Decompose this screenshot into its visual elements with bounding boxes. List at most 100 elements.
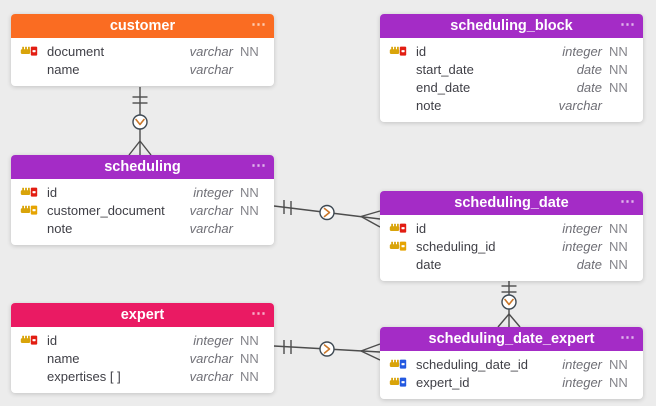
field-type: integer (193, 332, 233, 348)
field-type: varchar (189, 43, 233, 59)
field-notnull: NN (609, 61, 628, 77)
field-notnull: NN (240, 202, 259, 218)
table-title: scheduling_block (450, 18, 573, 34)
field-notnull: NN (240, 43, 259, 59)
table-title: customer (109, 18, 176, 34)
field-row-id[interactable]: id integer NN (380, 219, 643, 237)
field-row-id[interactable]: id integer NN (380, 42, 643, 60)
field-row-id[interactable]: id integer NN (11, 183, 274, 201)
field-notnull: NN (240, 184, 259, 200)
field-type: integer (193, 184, 233, 200)
field-type: varchar (189, 61, 233, 77)
field-name: id (47, 184, 58, 200)
field-name: document (47, 43, 105, 59)
field-row-note[interactable]: note varchar (380, 96, 643, 114)
field-name: expert_id (416, 374, 470, 390)
relationship-scheduling_date-scheduling_date_expert[interactable] (497, 281, 521, 328)
field-row-customer_document[interactable]: customer_document varchar NN (11, 201, 274, 219)
table-title: scheduling (104, 159, 181, 175)
table-menu-icon[interactable]: ⋯ (620, 329, 635, 346)
field-name: scheduling_id (416, 238, 496, 254)
field-row-id[interactable]: id integer NN (11, 331, 274, 349)
field-row-name[interactable]: name varchar NN (11, 349, 274, 367)
relationship-scheduling-scheduling_date[interactable] (273, 200, 381, 228)
field-name: id (47, 332, 58, 348)
table-scheduling_block-header[interactable]: scheduling_block ⋯ (380, 14, 643, 38)
table-scheduling_date[interactable]: scheduling_date ⋯ id integer NN scheduli… (380, 191, 643, 281)
table-scheduling_date_expert-header[interactable]: scheduling_date_expert ⋯ (380, 327, 643, 351)
field-name: id (416, 220, 427, 236)
cardinality-many-marker (360, 343, 381, 361)
field-type: integer (562, 43, 602, 59)
foreign-key-icon (20, 204, 38, 216)
field-notnull: NN (609, 256, 628, 272)
field-row-expert_id[interactable]: expert_id integer NN (380, 373, 643, 391)
relationship-customer-scheduling[interactable] (128, 87, 152, 156)
table-menu-icon[interactable]: ⋯ (620, 193, 635, 210)
table-scheduling[interactable]: scheduling ⋯ id integer NN customer_docu… (11, 155, 274, 245)
table-menu-icon[interactable]: ⋯ (251, 157, 266, 174)
field-row-name[interactable]: name varchar (11, 60, 274, 78)
field-name: end_date (416, 79, 471, 95)
table-expert-header[interactable]: expert ⋯ (11, 303, 274, 327)
table-menu-icon[interactable]: ⋯ (251, 16, 266, 33)
table-scheduling_date_expert[interactable]: scheduling_date_expert ⋯ scheduling_date… (380, 327, 643, 399)
foreign-key-icon (389, 240, 407, 252)
table-scheduling-header[interactable]: scheduling ⋯ (11, 155, 274, 179)
field-name: date (416, 256, 442, 272)
primary-key-icon (389, 45, 407, 57)
field-type: varchar (189, 368, 233, 384)
primary-key-icon (389, 222, 407, 234)
table-menu-icon[interactable]: ⋯ (620, 16, 635, 33)
direction-chevron-icon (504, 298, 514, 306)
field-row-expertises[interactable]: expertises [ ] varchar NN (11, 367, 274, 385)
field-type: varchar (189, 202, 233, 218)
table-title: scheduling_date (454, 195, 569, 211)
table-customer-header[interactable]: customer ⋯ (11, 14, 274, 38)
field-row-end_date[interactable]: end_date date NN (380, 78, 643, 96)
table-scheduling_block[interactable]: scheduling_block ⋯ id integer NN start_d… (380, 14, 643, 122)
primary-key-icon (20, 334, 38, 346)
cardinality-one-marker (132, 96, 148, 104)
field-name: name (47, 61, 80, 77)
table-title: expert (120, 307, 165, 323)
field-type: varchar (558, 97, 602, 113)
cardinality-one-marker (283, 200, 292, 215)
direction-chevron-icon (135, 118, 145, 126)
field-notnull: NN (609, 43, 628, 59)
field-type: varchar (189, 350, 233, 366)
cardinality-many-marker (360, 210, 381, 228)
table-expert[interactable]: expert ⋯ id integer NN name varchar NN e… (11, 303, 274, 393)
table-menu-icon[interactable]: ⋯ (251, 305, 266, 322)
table-scheduling_date-header[interactable]: scheduling_date ⋯ (380, 191, 643, 215)
field-row-note[interactable]: note varchar (11, 219, 274, 237)
field-name: note (416, 97, 442, 113)
field-type: integer (562, 238, 602, 254)
field-notnull: NN (609, 238, 628, 254)
direction-circle-icon (501, 294, 517, 310)
field-type: integer (562, 374, 602, 390)
field-row-date[interactable]: date date NN (380, 255, 643, 273)
table-customer[interactable]: customer ⋯ document varchar NN name varc… (11, 14, 274, 86)
cardinality-one-marker (501, 285, 517, 293)
primary-foreign-key-icon (389, 358, 407, 370)
field-notnull: NN (609, 220, 628, 236)
cardinality-one-marker (283, 340, 292, 354)
direction-circle-icon (132, 114, 148, 130)
field-notnull: NN (609, 374, 628, 390)
field-name: note (47, 220, 73, 236)
direction-chevron-icon (323, 344, 331, 354)
field-notnull: NN (240, 332, 259, 348)
field-row-scheduling_id[interactable]: scheduling_id integer NN (380, 237, 643, 255)
field-name: id (416, 43, 427, 59)
field-name: customer_document (47, 202, 165, 218)
field-row-scheduling_date_id[interactable]: scheduling_date_id integer NN (380, 355, 643, 373)
relationship-expert-scheduling_date_expert[interactable] (273, 340, 381, 361)
field-row-document[interactable]: document varchar NN (11, 42, 274, 60)
field-row-start_date[interactable]: start_date date NN (380, 60, 643, 78)
field-notnull: NN (609, 79, 628, 95)
field-type: date (576, 61, 602, 77)
field-notnull: NN (609, 356, 628, 372)
